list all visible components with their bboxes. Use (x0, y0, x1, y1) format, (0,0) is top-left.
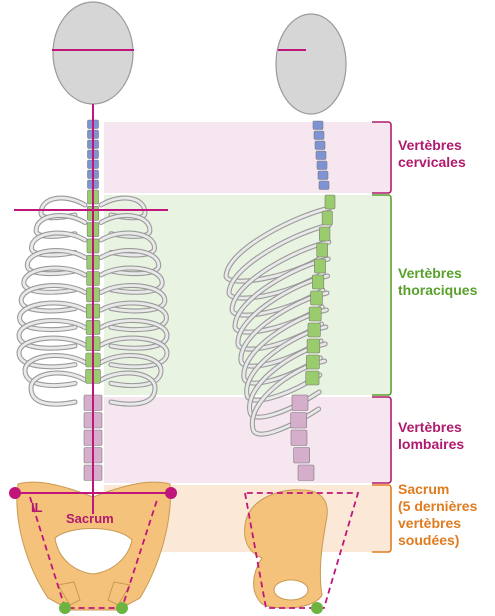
side-cervical-vertebra (316, 151, 326, 160)
right-ischial-dot (116, 602, 128, 614)
label-cervical-line-2: cervicales (398, 154, 466, 171)
lumbar-band (104, 397, 390, 483)
iliac-crest-left-dot (9, 487, 21, 499)
label-lumbar-vertebrae: Vertèbres lombaires (398, 419, 464, 453)
front-skull (53, 2, 133, 104)
side-thoracic-vertebra (325, 195, 335, 209)
label-sacrum: Sacrum (5 dernières vertèbres soudées) (398, 481, 477, 549)
label-lumbar-line-2: lombaires (398, 436, 464, 453)
side-lumbar-vertebra (292, 395, 308, 411)
side-lumbar-vertebra (298, 465, 314, 481)
iliac-crest-right-dot (165, 487, 177, 499)
side-thoracic-vertebra (309, 307, 321, 321)
side-lumbar-vertebra (291, 430, 307, 446)
side-thoracic-vertebra (306, 371, 319, 385)
side-thoracic-vertebra (322, 211, 332, 225)
side-thoracic-vertebra (311, 291, 323, 305)
side-thoracic-vertebra (319, 227, 330, 241)
label-cervical-line-1: Vertèbres (398, 137, 466, 154)
side-thoracic-vertebra (314, 259, 325, 273)
label-lumbar-line-1: Vertèbres (398, 419, 464, 436)
label-sacrum-line-2: (5 dernières (398, 498, 477, 515)
left-ischial-dot (59, 602, 71, 614)
sacrum-inner-label: Sacrum (66, 511, 114, 526)
side-cervical-vertebra (314, 131, 324, 140)
side-cervical-vertebra (315, 141, 325, 150)
label-thoracic-line-1: Vertèbres (398, 265, 477, 282)
label-thoracic-line-2: thoraciques (398, 282, 477, 299)
iliac-label: IL (31, 500, 43, 515)
side-thoracic-vertebra (306, 355, 319, 369)
label-sacrum-line-1: Sacrum (398, 481, 477, 498)
side-thoracic-vertebra (308, 323, 320, 337)
side-obturator (274, 580, 308, 600)
side-thoracic-vertebra (307, 339, 320, 353)
cervical-band (104, 122, 390, 193)
side-thoracic-vertebra (317, 243, 328, 257)
side-lumbar-vertebra (294, 448, 310, 464)
side-thoracic-vertebra (312, 275, 324, 289)
side-cervical-vertebra (318, 171, 328, 180)
side-lumbar-vertebra (291, 413, 307, 429)
side-cervical-vertebra (317, 161, 327, 170)
label-sacrum-line-3: vertèbres (398, 515, 477, 532)
label-cervical-vertebrae: Vertèbres cervicales (398, 137, 466, 171)
label-thoracic-vertebrae: Vertèbres thoraciques (398, 265, 477, 299)
side-ischial-dot (311, 602, 323, 614)
label-sacrum-line-4: soudées) (398, 532, 477, 549)
side-cervical-vertebra (319, 181, 329, 190)
side-skull (276, 14, 346, 114)
side-cervical-vertebra (313, 121, 323, 130)
